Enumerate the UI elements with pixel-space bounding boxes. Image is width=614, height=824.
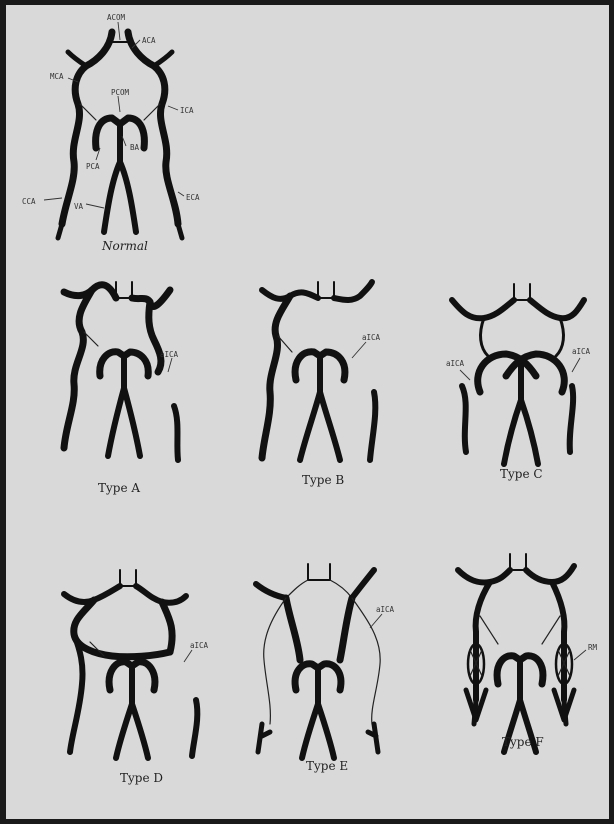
caption-type-f: Type F xyxy=(502,735,544,749)
label-aica-d: aICA xyxy=(190,641,209,650)
label-ica: ICA xyxy=(180,106,194,115)
label-aica-b: aICA xyxy=(362,333,381,342)
label-aica-e: aICA xyxy=(376,605,395,614)
caption-type-b: Type B xyxy=(302,473,344,487)
label-pca: PCA xyxy=(86,162,100,171)
caption-normal: Normal xyxy=(101,239,148,253)
caption-type-d: Type D xyxy=(120,771,163,785)
label-acom: ACOM xyxy=(107,13,126,22)
label-mca: MCA xyxy=(50,72,64,81)
label-va: VA xyxy=(74,202,84,211)
label-aica-a: aICA xyxy=(160,350,179,359)
caption-type-e: Type E xyxy=(306,759,348,773)
label-ba: BA xyxy=(130,143,140,152)
label-cca: CCA xyxy=(22,197,36,206)
caption-type-a: Type A xyxy=(98,481,140,495)
label-aca: ACA xyxy=(142,36,156,45)
label-eca: ECA xyxy=(186,193,200,202)
label-aica-c-right: aICA xyxy=(572,347,591,356)
label-pcom: PCOM xyxy=(111,88,130,97)
label-rm: RM xyxy=(588,643,598,652)
caption-type-c: Type C xyxy=(500,467,543,481)
label-aica-c-left: aICA xyxy=(446,359,465,368)
